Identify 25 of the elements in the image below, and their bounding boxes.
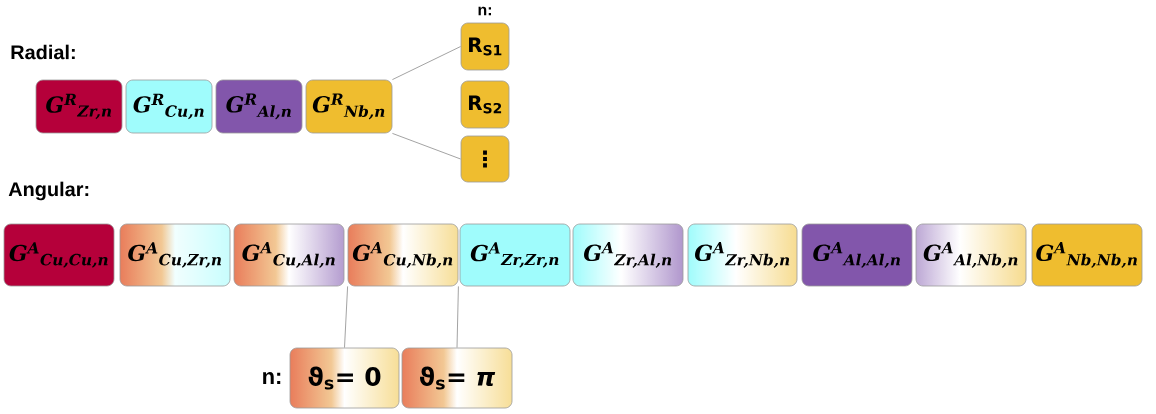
term-box: R$_{S2}$ xyxy=(460,80,510,129)
formula-box: G$^{A}$Cu,Al,n xyxy=(233,223,345,287)
formula-box: G$^{A}$Cu,Nb,n xyxy=(347,223,459,287)
leader-line xyxy=(391,132,462,160)
formula-box: G$^{R}$Cu,n xyxy=(125,79,213,134)
section-label: Angular: xyxy=(8,181,89,201)
leader-line xyxy=(344,285,349,349)
term-box: R$_{S1}$ xyxy=(460,22,510,71)
angle-box: ϑ$_{s}$= 0 xyxy=(289,347,400,409)
formula-box: G$^{A}$Al,Al,n xyxy=(801,223,913,287)
leader-line xyxy=(456,285,459,349)
ellipsis-box: ⋮ xyxy=(460,135,510,183)
formula-box: G$^{A}$Cu,Cu,n xyxy=(3,223,115,287)
formula-box: G$^{A}$Zr,Nb,n xyxy=(687,223,798,287)
formula-box: G$^{R}$Al,n xyxy=(215,79,303,134)
formula-box: G$^{A}$Cu,Zr,n xyxy=(119,223,231,287)
formula-box: G$^{A}$Zr,Zr,n xyxy=(459,223,571,287)
section-label: Radial: xyxy=(11,44,75,60)
formula-box: G$^{R}$Nb,n xyxy=(305,79,393,134)
formula-box: G$^{A}$Nb,Nb,n xyxy=(1031,223,1143,287)
formula-box: G$^{R}$Zr,n xyxy=(35,79,123,134)
formula-box: G$^{A}$Zr,Al,n xyxy=(572,223,684,287)
leader-line xyxy=(391,46,462,81)
formula-box: G$^{A}$Al,Nb,n xyxy=(915,223,1027,287)
angle-box: ϑ$_{s}$= π xyxy=(401,347,513,409)
